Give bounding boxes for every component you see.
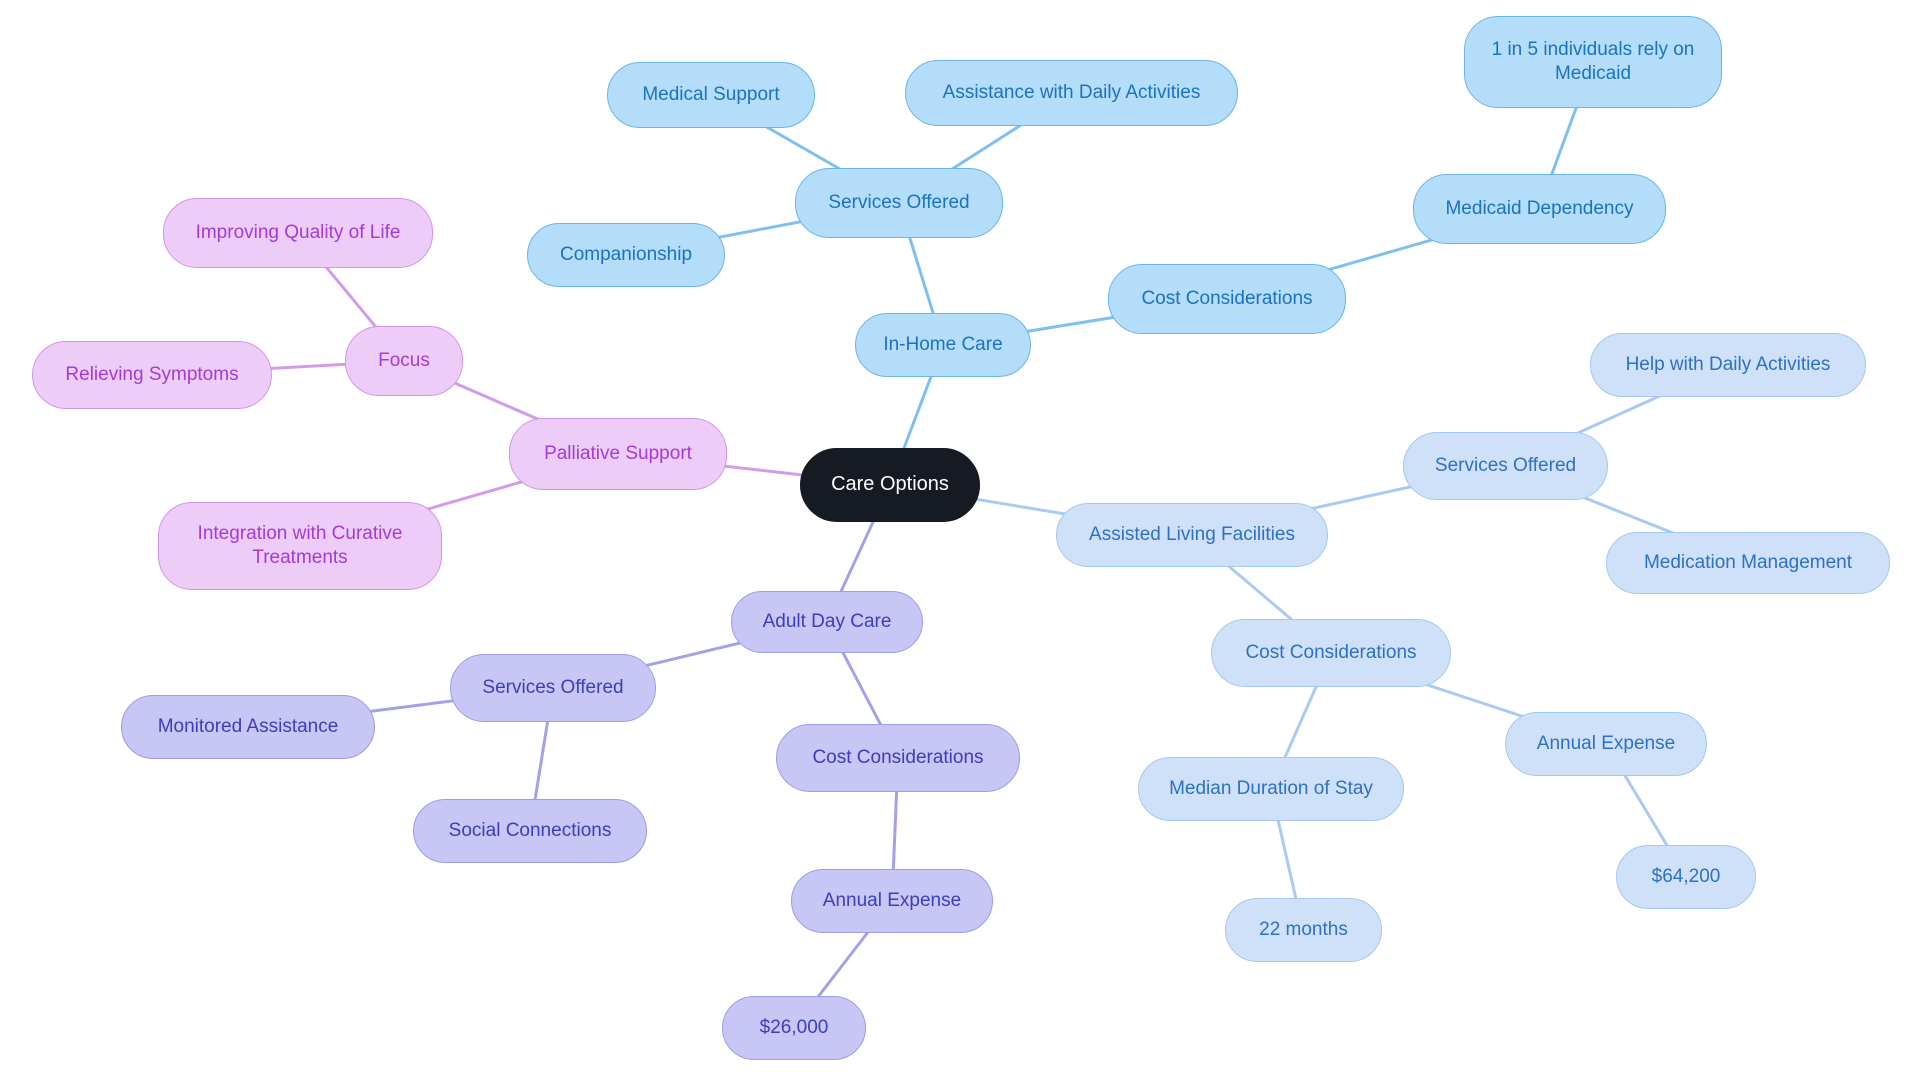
node-cost-considerations-in-home[interactable]: Cost Considerations [1108, 264, 1346, 334]
node-annual-expense-adult-day-care[interactable]: Annual Expense [791, 869, 993, 933]
node-improving-quality-of-life[interactable]: Improving Quality of Life [163, 198, 433, 268]
node-medicaid-statistic[interactable]: 1 in 5 individuals rely on Medicaid [1464, 16, 1722, 108]
node-medicaid-dependency[interactable]: Medicaid Dependency [1413, 174, 1666, 244]
node-cost-considerations-assisted[interactable]: Cost Considerations [1211, 619, 1451, 687]
node-medical-support[interactable]: Medical Support [607, 62, 815, 128]
node-medication-management[interactable]: Medication Management [1606, 532, 1890, 594]
node-services-offered-assisted[interactable]: Services Offered [1403, 432, 1608, 500]
node-assistance-with-daily-activities[interactable]: Assistance with Daily Activities [905, 60, 1238, 126]
node-companionship[interactable]: Companionship [527, 223, 725, 287]
node-integration-with-curative-treatments[interactable]: Integration with Curative Treatments [158, 502, 442, 590]
node-22-months[interactable]: 22 months [1225, 898, 1382, 962]
node-monitored-assistance[interactable]: Monitored Assistance [121, 695, 375, 759]
node-relieving-symptoms[interactable]: Relieving Symptoms [32, 341, 272, 409]
node-palliative-support[interactable]: Palliative Support [509, 418, 727, 490]
node-annual-expense-assisted[interactable]: Annual Expense [1505, 712, 1707, 776]
node-services-offered-in-home[interactable]: Services Offered [795, 168, 1003, 238]
node-services-offered-adult-day-care[interactable]: Services Offered [450, 654, 656, 722]
node-help-with-daily-activities[interactable]: Help with Daily Activities [1590, 333, 1866, 397]
node-focus[interactable]: Focus [345, 326, 463, 396]
node-care-options[interactable]: Care Options [800, 448, 980, 522]
node-in-home-care[interactable]: In-Home Care [855, 313, 1031, 377]
node-adult-day-care[interactable]: Adult Day Care [731, 591, 923, 653]
node-expense-26000[interactable]: $26,000 [722, 996, 866, 1060]
node-median-duration-of-stay[interactable]: Median Duration of Stay [1138, 757, 1404, 821]
node-expense-64200[interactable]: $64,200 [1616, 845, 1756, 909]
node-cost-considerations-adult-day-care[interactable]: Cost Considerations [776, 724, 1020, 792]
node-assisted-living-facilities[interactable]: Assisted Living Facilities [1056, 503, 1328, 567]
node-social-connections[interactable]: Social Connections [413, 799, 647, 863]
